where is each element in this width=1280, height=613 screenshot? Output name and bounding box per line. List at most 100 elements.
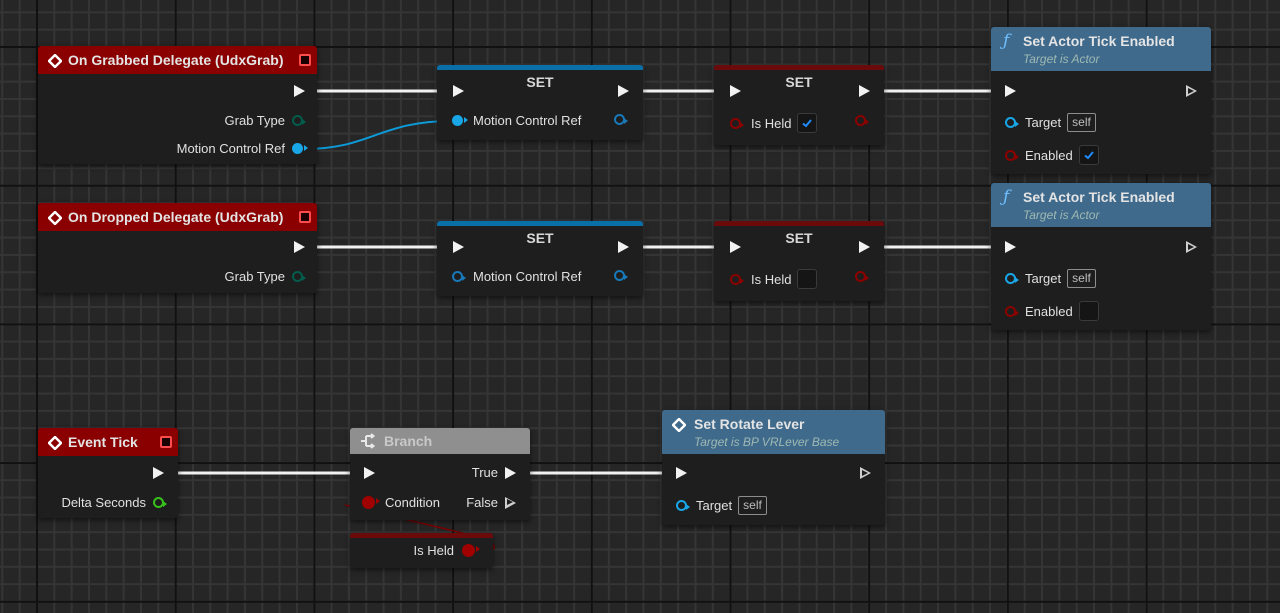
exec-out[interactable] [294, 85, 305, 97]
exec-out-pin-icon[interactable] [294, 85, 305, 97]
exec-in[interactable] [453, 241, 464, 253]
exec-in[interactable] [364, 467, 375, 479]
node-on-grabbed-delegate[interactable]: On Grabbed Delegate (UdxGrab) Grab Type … [38, 46, 317, 164]
pin-condition[interactable]: Condition [362, 495, 440, 510]
pin-is-held-out[interactable]: Is Held [414, 543, 480, 558]
pin-target[interactable]: Target self [1005, 269, 1096, 288]
exec-in[interactable] [730, 85, 741, 97]
exec-in-pin-icon[interactable] [364, 467, 375, 479]
bool-pin-icon[interactable] [1005, 149, 1019, 161]
node-event-tick[interactable]: Event Tick Delta Seconds [38, 428, 178, 518]
exec-in[interactable] [1005, 241, 1016, 253]
object-pin-icon[interactable] [452, 271, 466, 282]
node-set-is-held[interactable]: SET Is Held [714, 221, 884, 301]
exec-out[interactable] [294, 241, 305, 253]
delegate-pin-icon[interactable] [299, 54, 311, 66]
exec-out[interactable] [859, 241, 870, 253]
pin-is-held[interactable]: Is Held [730, 113, 818, 133]
enabled-checkbox[interactable] [1078, 145, 1099, 165]
object-pin-icon[interactable] [292, 143, 308, 154]
exec-out-false[interactable]: False [466, 495, 516, 510]
pin-target[interactable]: Target self [1005, 113, 1096, 132]
exec-out-pin-icon[interactable] [505, 496, 516, 509]
delegate-pin-icon[interactable] [299, 211, 311, 223]
node-on-dropped-delegate[interactable]: On Dropped Delegate (UdxGrab) Grab Type [38, 203, 317, 293]
enabled-checkbox[interactable] [1078, 301, 1099, 321]
pin-motion-control-ref[interactable]: Motion Control Ref [177, 141, 308, 156]
exec-out-pin-icon[interactable] [860, 467, 871, 479]
exec-out[interactable] [859, 85, 870, 97]
pin-enabled[interactable]: Enabled [1005, 301, 1099, 321]
exec-out[interactable] [1186, 241, 1197, 253]
pin-target[interactable]: Target self [676, 496, 767, 515]
exec-in-pin-icon[interactable] [730, 85, 741, 97]
pin-is-held[interactable]: Is Held [730, 269, 818, 289]
node-set-actor-tick-enabled[interactable]: ƒ Set Actor Tick Enabled Target is Actor… [991, 183, 1211, 330]
pin-motion-control-ref-in[interactable]: Motion Control Ref [452, 113, 581, 128]
object-pin-icon[interactable] [614, 270, 628, 281]
exec-in[interactable] [1005, 85, 1016, 97]
exec-in-pin-icon[interactable] [1005, 85, 1016, 97]
exec-out-pin-icon[interactable] [294, 241, 305, 253]
pin-out[interactable] [855, 271, 869, 282]
bool-pin-icon[interactable] [855, 271, 869, 282]
object-pin-icon[interactable] [452, 115, 468, 126]
is-held-checkbox[interactable] [797, 113, 818, 133]
exec-out-pin-icon[interactable] [859, 241, 870, 253]
exec-out-pin-icon[interactable] [618, 241, 629, 253]
pin-grab-type[interactable]: Grab Type [225, 113, 306, 128]
bool-pin-icon[interactable] [855, 115, 869, 126]
exec-out-pin-icon[interactable] [505, 466, 516, 479]
exec-out-pin-icon[interactable] [1186, 241, 1197, 253]
node-branch[interactable]: Branch True Condition False [350, 428, 530, 520]
bool-pin-icon[interactable] [462, 544, 480, 557]
node-set-is-held[interactable]: SET Is Held [714, 65, 884, 145]
enum-pin-icon[interactable] [292, 115, 306, 126]
pin-out[interactable] [855, 115, 869, 126]
bool-pin-icon[interactable] [730, 273, 744, 285]
float-pin-icon[interactable] [153, 497, 167, 508]
node-set-actor-tick-enabled[interactable]: ƒ Set Actor Tick Enabled Target is Actor… [991, 27, 1211, 174]
exec-out[interactable] [618, 85, 629, 97]
exec-out-pin-icon[interactable] [1186, 85, 1197, 97]
object-pin-icon[interactable] [1005, 273, 1019, 284]
is-held-checkbox[interactable] [797, 269, 818, 289]
delegate-pin-icon[interactable] [160, 436, 172, 448]
target-self-value[interactable]: self [738, 496, 767, 515]
exec-out[interactable] [860, 467, 871, 479]
pin-enabled[interactable]: Enabled [1005, 145, 1099, 165]
exec-in-pin-icon[interactable] [730, 241, 741, 253]
pin-grab-type[interactable]: Grab Type [225, 269, 306, 284]
pin-out[interactable] [614, 114, 628, 125]
exec-out-pin-icon[interactable] [859, 85, 870, 97]
bool-pin-icon[interactable] [1005, 305, 1019, 317]
exec-out[interactable] [618, 241, 629, 253]
exec-out-true[interactable]: True [472, 465, 516, 480]
target-self-value[interactable]: self [1067, 269, 1096, 288]
pin-out[interactable] [614, 270, 628, 281]
exec-in-pin-icon[interactable] [676, 467, 687, 479]
object-pin-icon[interactable] [1005, 117, 1019, 128]
exec-in-pin-icon[interactable] [453, 241, 464, 253]
node-get-is-held[interactable]: Is Held [350, 533, 493, 568]
exec-out-pin-icon[interactable] [153, 467, 164, 479]
exec-in[interactable] [676, 467, 687, 479]
enum-pin-icon[interactable] [292, 271, 306, 282]
pin-delta-seconds[interactable]: Delta Seconds [61, 495, 167, 510]
exec-in-pin-icon[interactable] [453, 85, 464, 97]
pin-motion-control-ref-in[interactable]: Motion Control Ref [452, 269, 581, 284]
exec-out[interactable] [1186, 85, 1197, 97]
exec-in[interactable] [453, 85, 464, 97]
object-pin-icon[interactable] [676, 500, 690, 511]
exec-in[interactable] [730, 241, 741, 253]
node-set-motion-control-ref[interactable]: SET Motion Control Ref [437, 65, 643, 140]
bool-pin-icon[interactable] [362, 496, 380, 509]
exec-out-pin-icon[interactable] [618, 85, 629, 97]
bool-pin-icon[interactable] [730, 117, 744, 129]
target-self-value[interactable]: self [1067, 113, 1096, 132]
node-set-motion-control-ref[interactable]: SET Motion Control Ref [437, 221, 643, 296]
exec-in-pin-icon[interactable] [1005, 241, 1016, 253]
object-pin-icon[interactable] [614, 114, 628, 125]
exec-out[interactable] [153, 467, 164, 479]
node-set-rotate-lever[interactable]: Set Rotate Lever Target is BP VRLever Ba… [662, 410, 885, 525]
